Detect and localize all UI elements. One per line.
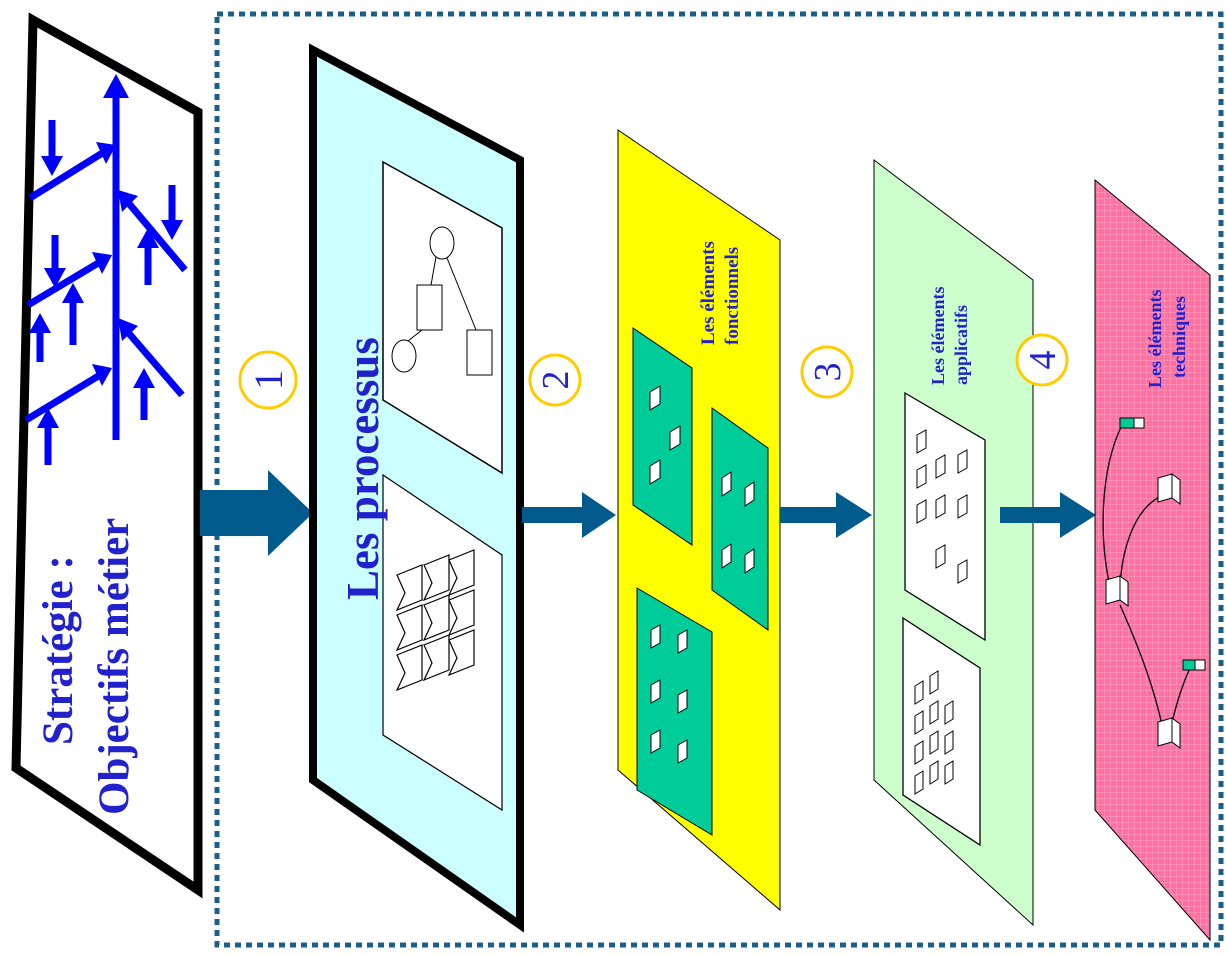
step-4-number: 4 bbox=[1022, 351, 1064, 370]
technical-node-1-icon bbox=[1119, 417, 1145, 429]
functional-block-2-icon bbox=[711, 407, 769, 631]
functional-label-line1: Les éléments bbox=[698, 241, 719, 345]
technical-node-2-icon bbox=[1157, 473, 1181, 505]
step-1-marker: 1 bbox=[238, 350, 298, 410]
step-4-marker: 4 bbox=[1015, 333, 1069, 387]
functional-to-application-arrow bbox=[780, 492, 872, 538]
technical-label-line1: Les éléments bbox=[1145, 290, 1165, 388]
technical-network-icon bbox=[1102, 417, 1206, 749]
process-flow-diagram-icon bbox=[382, 160, 503, 475]
technical-plane: Les éléments techniques bbox=[1094, 178, 1211, 942]
step-2-number: 2 bbox=[535, 371, 577, 390]
application-module-1-icon bbox=[904, 391, 986, 642]
step-1-number: 1 bbox=[246, 370, 291, 390]
application-label-line2: applicatifs bbox=[951, 305, 971, 385]
technical-node-4-icon bbox=[1182, 659, 1206, 671]
process-to-functional-arrow bbox=[522, 492, 616, 538]
strategy-plane: Stratégie : Objectifs métier bbox=[11, 12, 203, 899]
application-module-2-icon bbox=[902, 616, 981, 847]
step-3-number: 3 bbox=[807, 363, 849, 382]
strategy-title-line2: Objectifs métier bbox=[91, 518, 138, 815]
step-2-marker: 2 bbox=[528, 353, 582, 407]
step-3-marker: 3 bbox=[800, 345, 854, 399]
process-layer-label: Les processus bbox=[338, 337, 388, 600]
strategy-to-process-arrow bbox=[200, 470, 313, 556]
technical-label-line2: techniques bbox=[1169, 296, 1189, 378]
application-label-line1: Les éléments bbox=[928, 287, 948, 385]
functional-plane: Les éléments fonctionnels bbox=[617, 129, 781, 912]
functional-block-1-icon bbox=[632, 327, 693, 546]
objectives-tree-icon bbox=[24, 74, 188, 465]
application-to-technical-arrow bbox=[1000, 492, 1096, 538]
technical-node-5-icon bbox=[1157, 717, 1181, 749]
value-chain-chevrons-icon bbox=[382, 473, 503, 812]
functional-block-3-icon bbox=[636, 587, 713, 836]
technical-node-3-icon bbox=[1105, 575, 1129, 607]
strategy-title-line1: Stratégie : bbox=[35, 555, 82, 745]
enterprise-boundary-frame bbox=[214, 11, 1224, 948]
application-plane: Les éléments applicatifs bbox=[873, 158, 1034, 927]
functional-label-line2: fonctionnels bbox=[722, 247, 743, 345]
process-plane: Les processus bbox=[309, 43, 524, 933]
